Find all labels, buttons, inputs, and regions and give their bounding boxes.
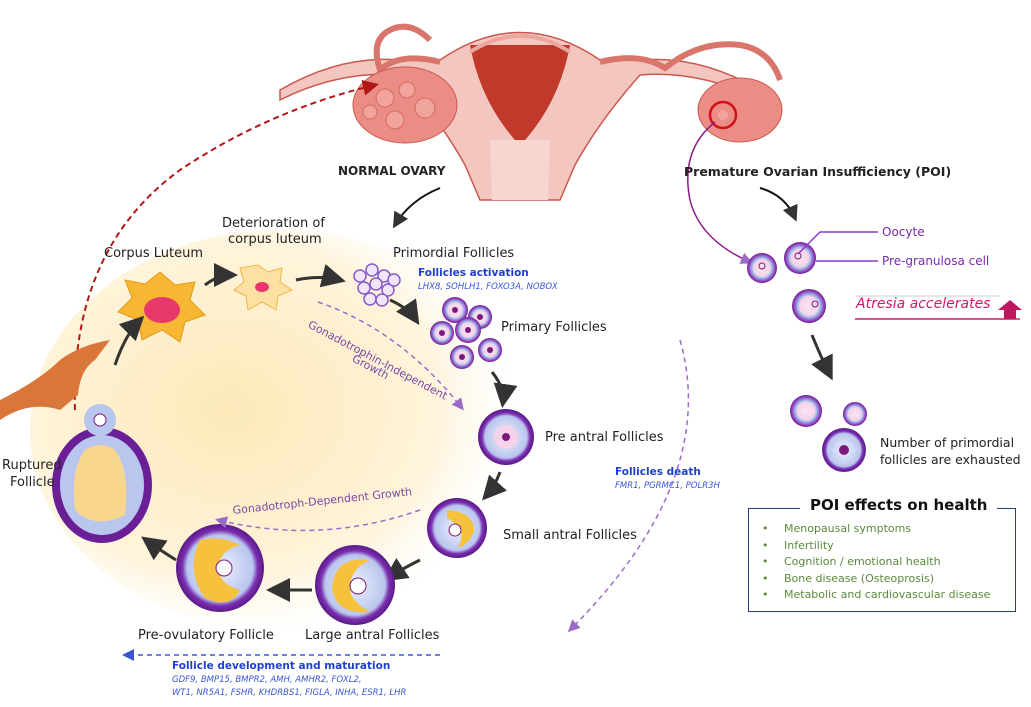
independent-growth-arrow: [317, 301, 464, 411]
small-antral-follicle-illustration: [427, 498, 487, 558]
follicles-death-arrow: [567, 339, 690, 633]
atresia-label: Atresia accelerates: [856, 296, 991, 312]
gene-group-activation-genes: LHX8, SOHLH1, FOXO3A, NOBOX: [418, 282, 558, 292]
normal-ovary-illustration: [352, 66, 458, 144]
ruptured-follicle-illustration: [0, 340, 152, 543]
gene-group-death-title: Follicles death: [615, 466, 701, 478]
stage-label-small-antral: Small antral Follicles: [503, 528, 637, 543]
poi-header: Premature Ovarian Insufficiency (POI): [684, 164, 952, 179]
primordial-follicles-illustration: [353, 263, 401, 307]
stage-label-primary: Primary Follicles: [501, 320, 607, 335]
stage-label-preantral: Pre antral Follicles: [545, 430, 664, 445]
dependent-growth-arrow: [215, 509, 421, 532]
gene-group-development-title: Follicle development and maturation: [172, 660, 391, 672]
pregranulosa-label: Pre-granulosa cell: [882, 254, 990, 268]
poi-effect-item: Infertility: [762, 538, 990, 555]
right-fallopian-tube: [599, 41, 783, 82]
poi-effect-item: Metabolic and cardiovascular disease: [762, 587, 990, 604]
poi-callout-line: [687, 121, 753, 264]
preantral-follicle-illustration: [478, 409, 534, 465]
gene-group-activation-title: Follicles activation: [418, 267, 529, 279]
stage-label-ruptured-2: Follicle: [10, 475, 55, 490]
stage-label-primordial: Primordial Follicles: [393, 246, 515, 261]
exhausted-label-2: follicles are exhausted: [880, 452, 1021, 467]
gene-group-development-genes-1: GDF9, BMP15, BMPR2, AMH, AMHR2, FOXL2,: [172, 675, 362, 685]
arrow-cl-to-det: [204, 263, 238, 288]
exhausted-follicles-illustration: [790, 395, 867, 472]
poi-effects-title: POI effects on health: [800, 496, 998, 514]
oocyte-label: Oocyte: [882, 225, 925, 239]
poi-effect-item: Cognition / emotional health: [762, 554, 990, 571]
oocyte-pointer: [797, 231, 878, 255]
poi-effects-list: Menopausal symptoms Infertility Cognitio…: [762, 521, 990, 604]
primary-follicles-illustration: [430, 297, 502, 369]
stage-label-deterioration-1: Deterioration of: [222, 216, 325, 231]
stage-label-large-antral: Large antral Follicles: [305, 628, 440, 643]
normal-ovary-arrow: [392, 187, 441, 229]
stage-label-preovulatory: Pre-ovulatory Follicle: [138, 628, 274, 643]
preovulatory-follicle-illustration: [176, 524, 264, 612]
left-fallopian-tube: [373, 23, 441, 76]
poi-effect-item: Bone disease (Osteoprosis): [762, 571, 990, 588]
arrow-det-to-primordial: [295, 263, 346, 288]
ovulation-return-arrow: [73, 79, 379, 411]
stage-label-corpus-luteum: Corpus Luteum: [104, 246, 204, 261]
large-antral-follicle-illustration: [315, 545, 395, 625]
poi-follicles-illustration: [747, 242, 826, 323]
poi-ovary-illustration: [697, 77, 783, 143]
gene-group-development-genes-2: WT1, NR5A1, FSHR, KHDRBS1, FIGLA, INHA, …: [172, 688, 407, 698]
stage-label-deterioration-2: corpus luteum: [228, 232, 322, 247]
exhausted-label-1: Number of primordial: [880, 435, 1015, 450]
stage-label-ruptured-1: Ruptured: [2, 458, 62, 473]
poi-effect-item: Menopausal symptoms: [762, 521, 990, 538]
deteriorating-corpus-luteum-illustration: [233, 264, 294, 311]
normal-ovary-header: NORMAL OVARY: [338, 164, 446, 178]
atresia-up-arrow-icon: [998, 300, 1022, 319]
poi-arrow: [759, 187, 798, 222]
gene-group-death-genes: FMR1, PGRMC1, POLR3H: [615, 481, 720, 491]
